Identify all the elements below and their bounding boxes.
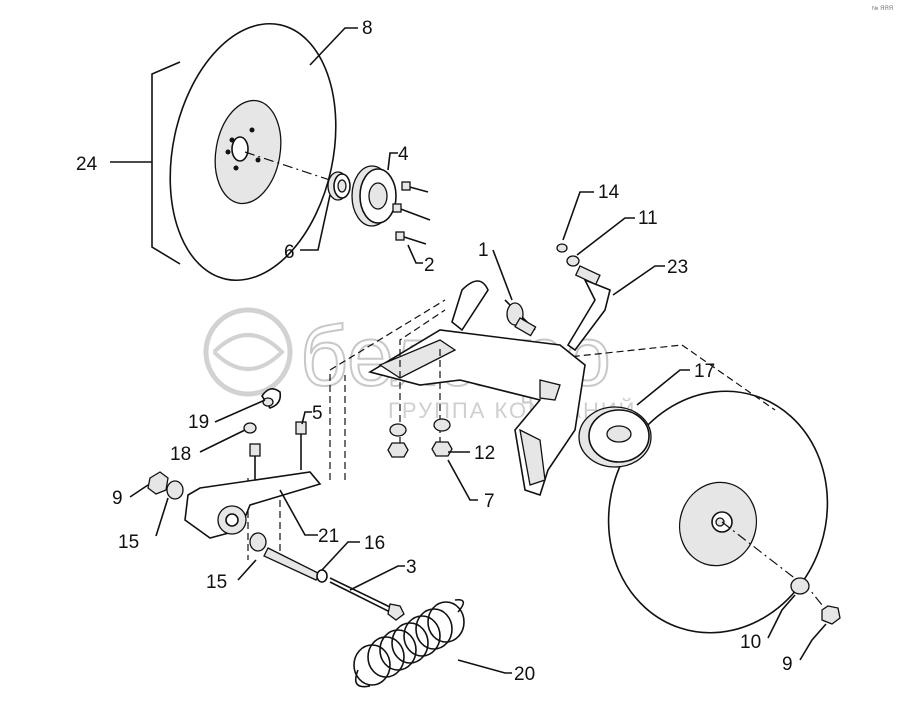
- dash-frame-links: [329, 299, 446, 480]
- callout-23: 23: [667, 257, 688, 278]
- corner-mark: № ЯЯЯ: [872, 5, 893, 12]
- callout-9-right: 9: [782, 654, 793, 675]
- washers-nuts-center: [387, 418, 453, 458]
- callout-16: 16: [364, 533, 385, 554]
- bushing-15-bottom: [249, 532, 267, 552]
- hub: [351, 165, 397, 227]
- callout-14: 14: [598, 182, 620, 203]
- callout-19: 19: [188, 412, 209, 433]
- bushing-15-top: [166, 480, 184, 500]
- callout-7: 7: [484, 491, 495, 512]
- leader-lines: [110, 27, 827, 674]
- nut-9-right: [821, 605, 841, 625]
- callout-18: 18: [170, 444, 191, 465]
- callout-1: 1: [478, 240, 489, 261]
- bracket-24: [151, 61, 181, 265]
- callout-10: 10: [740, 632, 761, 653]
- callout-20: 20: [514, 664, 535, 685]
- callout-5: 5: [312, 403, 323, 424]
- callout-labels: 8 24 4 6 2 14 11 1 23 17 19 5 18 12 7 9 …: [76, 18, 793, 685]
- disc-right: [607, 390, 829, 634]
- dust-cap: [578, 406, 652, 468]
- callout-15-bottom: 15: [206, 572, 227, 593]
- hub-bolts: [392, 181, 431, 245]
- callout-3: 3: [406, 557, 417, 578]
- washer-10: [790, 577, 810, 595]
- grease-fitting: [243, 388, 282, 434]
- bolt-3: [329, 577, 405, 621]
- callout-24: 24: [76, 154, 98, 175]
- callout-9-left: 9: [112, 488, 123, 509]
- callout-11: 11: [638, 208, 658, 229]
- callout-4: 4: [398, 144, 409, 165]
- callout-2: 2: [424, 255, 435, 276]
- callout-17: 17: [694, 361, 715, 382]
- callout-12: 12: [474, 443, 495, 464]
- disc-left: [169, 22, 337, 282]
- scraper: [556, 243, 611, 352]
- bolt-1: [504, 299, 537, 337]
- frame: [367, 280, 586, 497]
- callout-21: 21: [318, 526, 339, 547]
- callout-8: 8: [362, 18, 373, 39]
- shaft-16: [263, 547, 328, 583]
- bolts-5: [249, 421, 307, 480]
- spring-20: [353, 598, 465, 688]
- nut-9-left: [147, 471, 169, 495]
- bearing: [327, 171, 351, 201]
- callout-6: 6: [284, 242, 295, 263]
- callout-15-top: 15: [118, 532, 139, 553]
- arm-21: [184, 471, 322, 539]
